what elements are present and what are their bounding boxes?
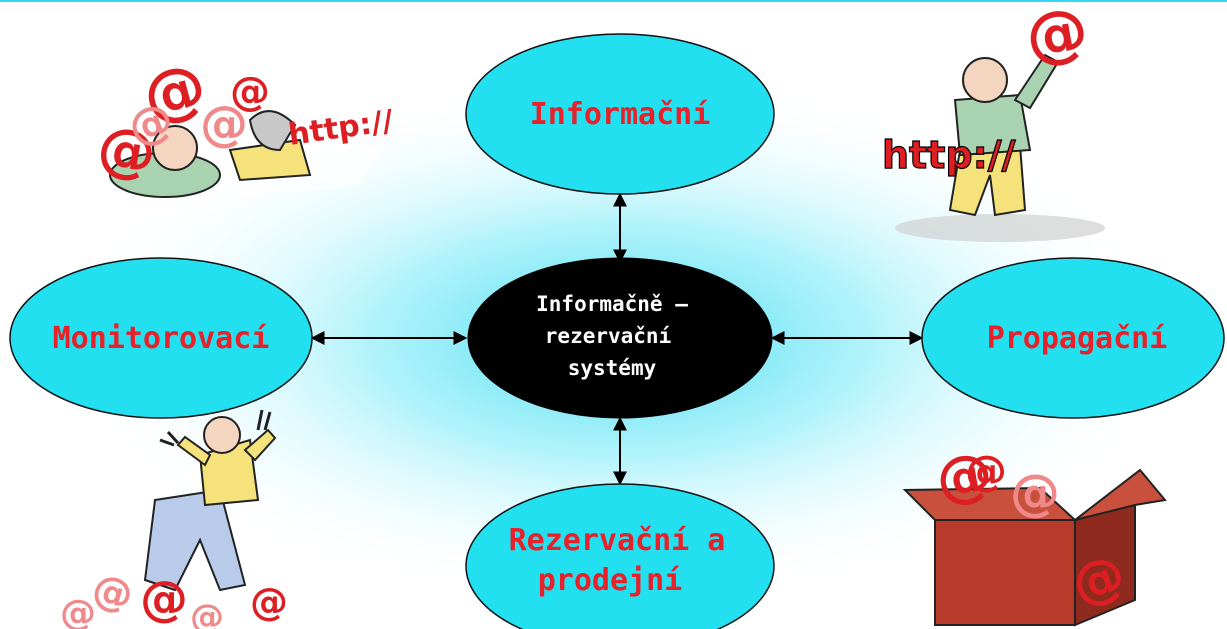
node-rezervacni-prodejni: Rezervační a prodejní [465,483,775,629]
clipart-bottom-left-at-3: @ [250,580,288,624]
node-informacni: Informační [465,33,775,195]
node-monitorovaci: Monitorovací [9,257,313,419]
node-rezervacni-label-line1: Rezervační a [509,523,726,558]
clipart-bottom-left-at-1: @ [140,571,188,627]
node-rezervacni-label-line2: prodejní [538,563,683,598]
clipart-bottom-right-at-1: @ [931,440,997,514]
clipart-bottom-left-at-4: @ [60,593,96,629]
node-propagacni-label: Propagační [987,321,1168,356]
clipart-buried-person: @ @ @ @ @ http:// [90,48,396,198]
node-monitorovaci-label: Monitorovací [53,321,270,356]
clipart-bottom-right-at-3: @ [965,446,1007,495]
node-center-informacne-rezervacni-systemy: Informačně – rezervační systémy [467,257,773,419]
clipart-person-holding-at: @ http:// [881,0,1105,242]
clipart-top-right-at: @ [1020,0,1094,75]
center-label-line2: rezervační [545,324,671,348]
clipart-top-left-at-2: @ [93,112,162,189]
clipart-bottom-right-at-2: @ [1010,464,1060,522]
clipart-bottom-left-at-5: @ [190,597,224,629]
center-label-line3: systémy [568,356,657,380]
clipart-top-right-http-text: http:// [882,133,1016,177]
clipart-top-left-at-5: @ [230,69,270,115]
center-label-line1: Informačně – [536,292,688,316]
clipart-top-left-at-3: @ [200,96,248,152]
clipart-happy-person: @ @ @ @ @ [60,409,288,629]
node-informacni-label: Informační [530,97,711,132]
node-propagacni: Propagační [921,257,1225,419]
clipart-box-of-at: @ @ @ @ [902,440,1167,627]
